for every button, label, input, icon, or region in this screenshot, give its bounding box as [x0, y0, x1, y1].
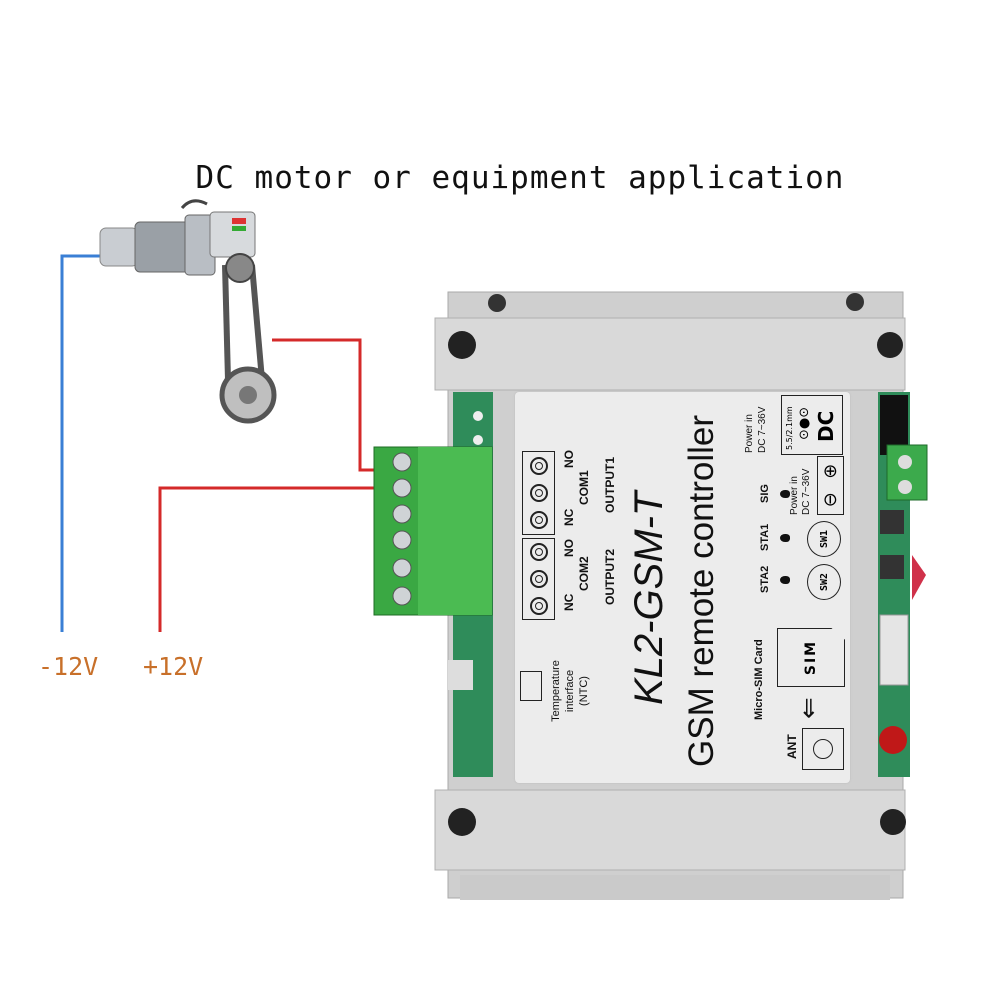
dc-jack-box: 5.5/2.1mm ⊙●⊙ DC [781, 395, 843, 455]
negative-wire [60, 254, 100, 632]
model-name: KL2-GSM-T [627, 491, 671, 705]
power-terminal-label: Power in DC 7~36V [789, 469, 813, 515]
temperature-line2: interface [564, 669, 576, 713]
power-terminal-line1: Power in [789, 476, 800, 515]
dc-motor-icon [99, 199, 277, 424]
sta2-led-icon [780, 576, 790, 584]
output2-com-label: COM2 [577, 556, 591, 591]
sim-card-slot: SIM [777, 628, 845, 687]
temperature-connector [520, 671, 542, 701]
output2-label: OUTPUT2 [603, 548, 617, 605]
sw2-button[interactable]: SW2 [807, 564, 841, 600]
negative-voltage-label: -12V [38, 652, 99, 681]
micro-sim-label: Micro-SIM Card [753, 639, 765, 720]
screw-icon [529, 511, 548, 530]
dc-text: DC [814, 410, 838, 442]
device-label: NO COM1 NC NO COM2 NC OUTPUT1 OUTPUT2 KL… [515, 392, 850, 783]
power-dc-line1: Power in [744, 414, 755, 453]
output2-nc-label: NC [562, 593, 576, 611]
output1-terminal [522, 451, 555, 535]
temperature-label: Temperature interface (NTC) [549, 645, 591, 737]
plus-icon: ⊕ [820, 463, 841, 479]
positive-wire-motor [272, 338, 378, 472]
screw-icon [529, 570, 548, 589]
sta1-led-icon [780, 534, 790, 542]
output2-terminal [522, 538, 555, 620]
sta1-label: STA1 [759, 523, 771, 551]
output1-nc-label: NC [562, 508, 576, 526]
sim-text: SIM [803, 639, 819, 676]
power-terminal-line2: DC 7~36V [801, 468, 812, 515]
screw-icon [529, 596, 548, 615]
power-dc-label: Power in DC 7~36V [743, 407, 769, 453]
temperature-line3: (NTC) [578, 676, 590, 706]
screw-icon [529, 456, 548, 475]
antenna-icon [813, 739, 833, 759]
power-terminal-box: ⊖ ⊕ [817, 456, 844, 515]
sig-label: SIG [759, 484, 771, 503]
insert-arrow-icon: ⇐ [793, 697, 823, 719]
device-subtitle: GSM remote controller [682, 414, 721, 767]
output1-no-label: NO [562, 450, 576, 468]
positive-wire-supply [158, 486, 378, 632]
output1-label: OUTPUT1 [603, 456, 617, 513]
dc-jack-size: 5.5/2.1mm [785, 406, 794, 450]
sw2-label: SW2 [818, 572, 830, 592]
output1-com-label: COM1 [577, 470, 591, 505]
antenna-label: ANT [785, 734, 799, 759]
screw-icon [529, 484, 548, 503]
sw1-label: SW1 [818, 529, 830, 549]
screw-icon [529, 543, 548, 562]
dc-polarity-icon: ⊙●⊙ [797, 406, 812, 440]
output2-no-label: NO [562, 539, 576, 557]
green-terminal-block [373, 446, 493, 616]
sw1-button[interactable]: SW1 [807, 521, 841, 557]
diagram-title: DC motor or equipment application [195, 160, 845, 196]
sta2-label: STA2 [759, 565, 771, 593]
positive-voltage-label: +12V [143, 652, 204, 681]
power-dc-line2: DC 7~36V [757, 406, 768, 453]
minus-icon: ⊖ [820, 492, 841, 508]
antenna-port [802, 728, 844, 770]
temperature-line1: Temperature [550, 660, 562, 722]
